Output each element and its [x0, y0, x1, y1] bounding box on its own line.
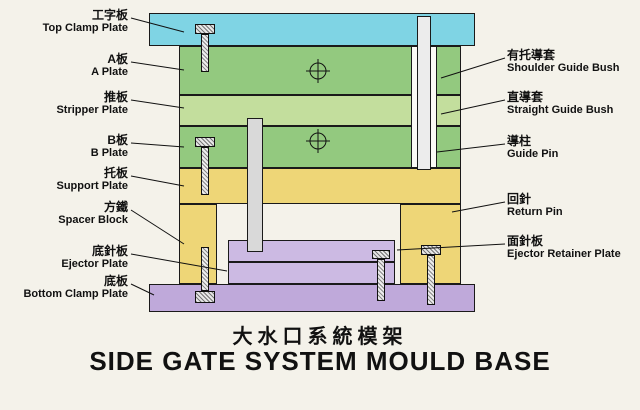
label-stripper-plate-zh: 推板	[103, 90, 128, 104]
cap-screw-shaft-icon	[427, 255, 435, 305]
label-top-clamp-plate-zh: 工字板	[91, 8, 128, 22]
cap-screw-shaft-icon	[201, 147, 209, 195]
label-top-clamp-plate: 工字板 Top Clamp Plate	[2, 8, 128, 35]
label-return-pin-zh: 回針	[507, 192, 532, 206]
label-support-plate-en: Support Plate	[56, 180, 128, 192]
label-ejector-plate: 底針板 Ejector Plate	[2, 244, 128, 271]
label-straight-guide-bush-en: Straight Guide Bush	[507, 104, 614, 116]
label-shoulder-guide-bush-en: Shoulder Guide Bush	[507, 62, 620, 74]
plate-ejector	[228, 262, 395, 284]
cap-screw-head-icon	[421, 245, 441, 255]
label-guide-pin-zh: 導柱	[507, 134, 532, 148]
label-spacer-block-en: Spacer Block	[58, 214, 128, 226]
cap-screw-head-icon	[372, 250, 390, 259]
cap-screw-shaft-icon	[201, 247, 209, 291]
label-support-plate-zh: 托板	[103, 166, 128, 180]
cap-screw-head-icon	[195, 291, 215, 303]
label-top-clamp-plate-en: Top Clamp Plate	[42, 22, 128, 34]
diagram-title-english: SIDE GATE SYSTEM MOULD BASE	[89, 346, 551, 376]
label-support-plate: 托板 Support Plate	[2, 166, 128, 193]
label-spacer-block: 方鐵 Spacer Block	[2, 200, 128, 227]
label-a-plate: A板 A Plate	[2, 52, 128, 79]
label-stripper-plate: 推板 Stripper Plate	[2, 90, 128, 117]
cap-screw-shaft-icon	[201, 34, 209, 72]
guide-pin	[417, 16, 431, 170]
label-ejector-plate-en: Ejector Plate	[61, 258, 128, 270]
label-return-pin: 回針 Return Pin	[507, 192, 639, 219]
spacer-block-left	[179, 204, 217, 284]
label-ejector-retainer-plate: 面針板 Ejector Retainer Plate	[507, 234, 639, 261]
label-stripper-plate-en: Stripper Plate	[56, 104, 128, 116]
label-b-plate-zh: B板	[107, 133, 128, 147]
label-ejector-plate-zh: 底針板	[91, 244, 128, 258]
label-return-pin-en: Return Pin	[507, 206, 563, 218]
label-guide-pin-en: Guide Pin	[507, 148, 559, 160]
cap-screw-head-icon	[195, 24, 215, 34]
diagram-title-chinese: 大水口系統模架	[232, 326, 408, 348]
plate-ejector-retainer	[228, 240, 395, 262]
plate-support	[179, 168, 461, 204]
label-spacer-block-zh: 方鐵	[103, 200, 128, 214]
label-bottom-clamp-plate: 底板 Bottom Clamp Plate	[2, 274, 128, 301]
label-guide-pin: 導柱 Guide Pin	[507, 134, 639, 161]
label-b-plate: B板 B Plate	[2, 133, 128, 160]
label-ejector-retainer-plate-en: Ejector Retainer Plate	[507, 248, 621, 260]
cap-screw-head-icon	[195, 137, 215, 147]
label-bottom-clamp-plate-zh: 底板	[103, 274, 128, 288]
label-a-plate-en: A Plate	[91, 66, 128, 78]
label-straight-guide-bush: 直導套 Straight Guide Bush	[507, 90, 639, 117]
label-shoulder-guide-bush-zh: 有托導套	[507, 48, 556, 62]
label-straight-guide-bush-zh: 直導套	[507, 90, 544, 104]
label-shoulder-guide-bush: 有托導套 Shoulder Guide Bush	[507, 48, 639, 75]
cap-screw-shaft-icon	[377, 259, 385, 301]
label-a-plate-zh: A板	[107, 52, 128, 66]
label-b-plate-en: B Plate	[90, 147, 128, 159]
label-bottom-clamp-plate-en: Bottom Clamp Plate	[23, 288, 128, 300]
label-ejector-retainer-plate-zh: 面針板	[507, 234, 544, 248]
return-pin	[247, 118, 263, 252]
